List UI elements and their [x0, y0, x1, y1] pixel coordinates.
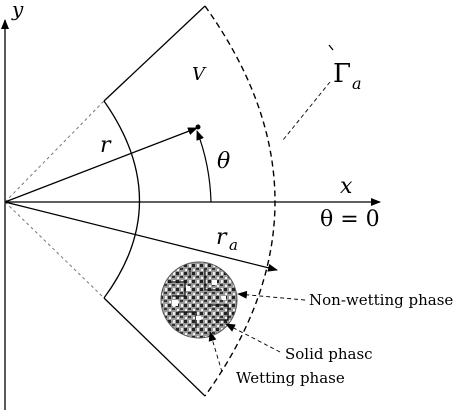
solid-pointer: [225, 323, 281, 353]
wetting-phase-label: Wetting phase: [236, 369, 345, 387]
r-vector: [4, 127, 198, 203]
ra-vector: [4, 201, 278, 272]
solid-phase-label: Solid phasc: [285, 345, 373, 363]
ra-label: r: [216, 225, 228, 250]
boundary-label: Γ: [333, 59, 351, 89]
outer-arc-gamma-a: [204, 5, 276, 397]
inner-arc: [103, 100, 141, 299]
upper-ghost-line: [4, 100, 105, 203]
non-wetting-pointer: [237, 290, 306, 301]
theta-arc: [196, 130, 212, 203]
theta-zero-label: θ = 0: [320, 207, 380, 232]
volume-label: V: [192, 64, 207, 85]
ra-subscript: a: [229, 236, 238, 254]
wetting-pointer: [208, 331, 223, 373]
r-label: r: [100, 133, 112, 158]
wedge-lower-edge: [103, 297, 206, 397]
lower-ghost-line: [4, 201, 105, 299]
r-endpoint: [195, 124, 201, 130]
boundary-pointer-line: [282, 81, 331, 141]
non-wetting-phase-label: Non-wetting phase: [309, 291, 453, 309]
boundary-tick: [328, 44, 334, 51]
theta-label: θ: [217, 149, 230, 174]
x-axis-label: x: [340, 174, 353, 199]
porous-particle: [160, 261, 238, 339]
boundary-subscript: a: [352, 74, 362, 93]
y-axis-label: y: [11, 0, 24, 21]
wedge-upper-edge: [103, 5, 206, 102]
